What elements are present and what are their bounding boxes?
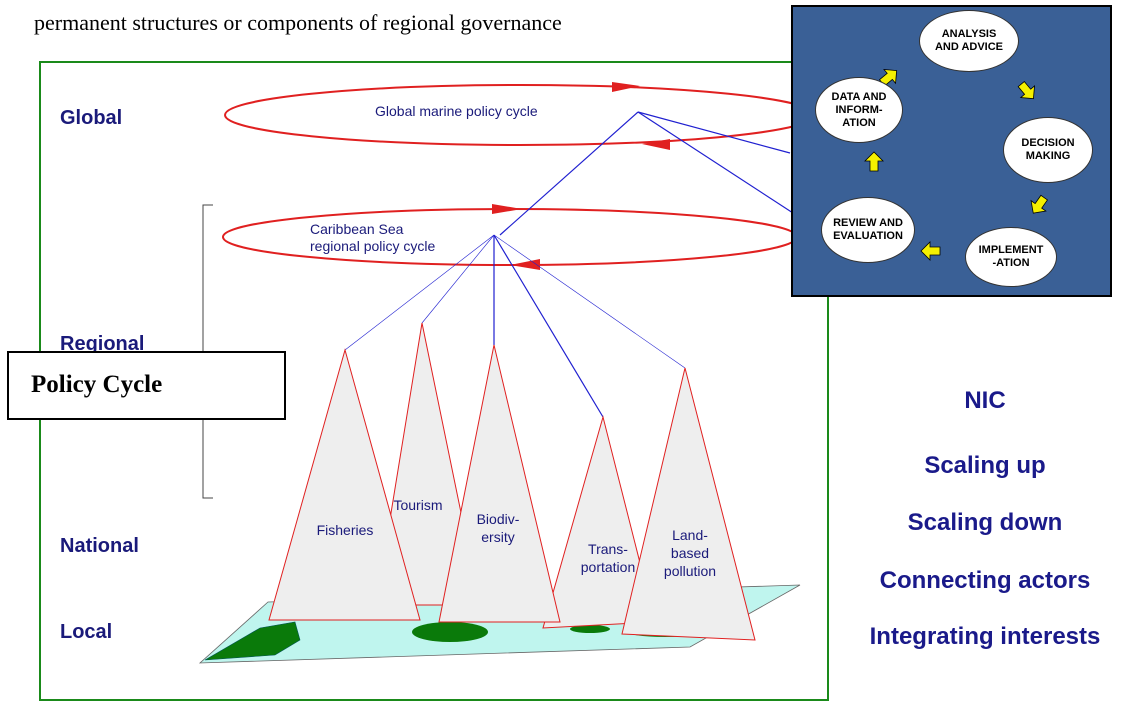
concept-item: Connecting actors [879, 567, 1091, 594]
cycle-arrowhead [612, 82, 640, 92]
peak-transportation [542, 415, 656, 629]
level-regional-label: Regional [60, 333, 145, 355]
sector-label-biodiversity: Biodiv- ersity [476, 511, 520, 545]
arrow-icon [1017, 80, 1036, 100]
link-line [344, 234, 495, 351]
sector-label-fisheries: Fisheries [316, 522, 374, 538]
land-patch [412, 622, 488, 642]
link-line [499, 111, 639, 236]
link-line [637, 111, 794, 214]
peak-land-based-pollution [621, 367, 756, 641]
caribbean-cycle-label-line2: regional policy cycle [310, 238, 436, 254]
arrow-icon [920, 241, 941, 261]
concept-item: Scaling up [924, 452, 1046, 479]
arrow-icon [864, 151, 884, 172]
concept-item: Integrating interests [869, 623, 1101, 650]
level-local-label: Local [60, 621, 113, 643]
link-line [493, 234, 686, 369]
peak-tourism [375, 322, 481, 606]
concept-item: Scaling down [907, 509, 1063, 536]
link-line [493, 234, 604, 418]
policy-cycle-box: Policy Cycle [7, 351, 286, 420]
level-national-label: National [60, 535, 139, 557]
link-line [637, 111, 791, 154]
caribbean-cycle-label-line1: Caribbean Sea [310, 221, 404, 237]
cycle-arrowhead [492, 204, 522, 214]
sector-label-transportation: Trans- portation [580, 541, 636, 575]
global-cycle-label: Global marine policy cycle [375, 103, 538, 119]
sector-label-tourism: Tourism [393, 497, 443, 513]
node-implementation: IMPLEMENT-ATION [965, 227, 1057, 287]
link-line [421, 234, 495, 324]
sector-label-land-based-pollution: Land- based pollution [663, 527, 717, 579]
peak-biodiversity [438, 344, 561, 623]
peak-fisheries [268, 348, 421, 621]
intro-text: permanent structures or components of re… [34, 10, 562, 35]
concept-item: NIC [964, 387, 1006, 414]
level-global-label: Global [60, 107, 123, 129]
land-patch [570, 625, 610, 633]
arrow-icon [1030, 194, 1048, 214]
inset-arrows [864, 68, 1048, 261]
land-patch [204, 621, 301, 661]
regional-cycle-ellipse [222, 208, 798, 266]
cycle-arrowhead [642, 139, 670, 150]
